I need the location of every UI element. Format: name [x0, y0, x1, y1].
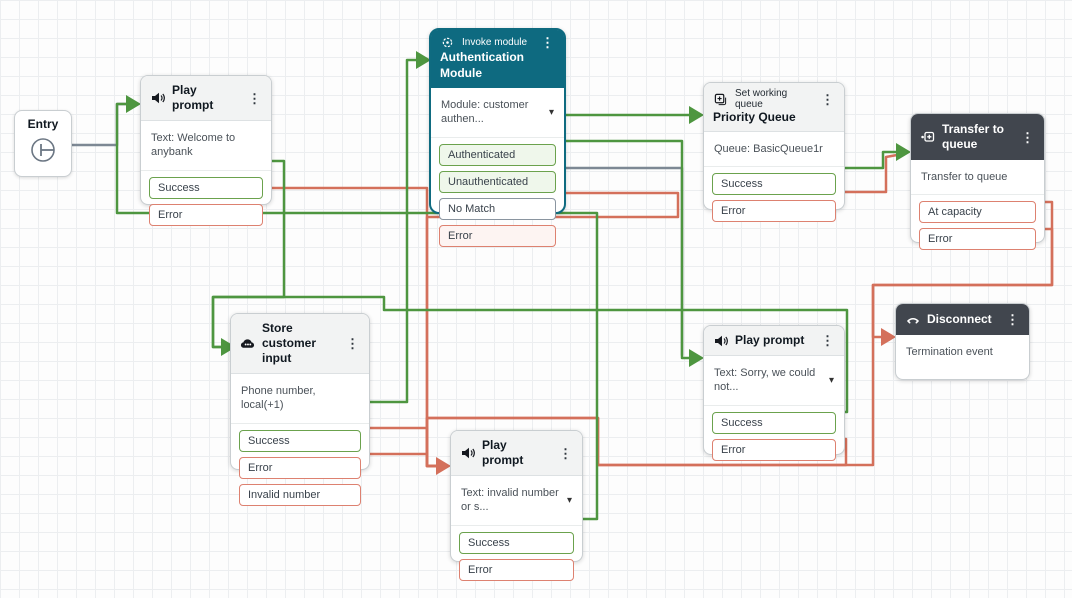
speaker-icon: [150, 91, 165, 106]
edge-priority-success-to-transfer[interactable]: [843, 150, 900, 170]
node-authentication-module[interactable]: Invoke module ⋮ Authentication Module Mo…: [429, 28, 566, 247]
port-success[interactable]: Success: [239, 429, 361, 452]
node-category: Set working queue: [735, 88, 788, 110]
entry-point-icon: [31, 138, 55, 162]
arrowhead-disconnect-input: [881, 328, 896, 346]
node-title: Store customer input: [262, 321, 317, 365]
chevron-down-icon: ▾: [566, 494, 572, 506]
node-disconnect[interactable]: Disconnect ⋮ Termination event: [895, 303, 1030, 380]
port-no-match[interactable]: No Match: [439, 197, 556, 220]
speaker-icon: [460, 446, 475, 461]
chevron-down-icon: ▾: [828, 374, 834, 386]
port-invalid-number[interactable]: Invalid number: [239, 483, 361, 506]
port-error[interactable]: Error: [149, 203, 263, 226]
arrowhead-store-input: [221, 338, 236, 356]
entry-label: Entry: [27, 117, 59, 131]
node-title: Disconnect: [927, 312, 992, 326]
edge-store-success-to-auth[interactable]: [361, 58, 420, 404]
node-category: Invoke module: [462, 37, 528, 48]
kebab-menu-icon[interactable]: ⋮: [821, 333, 834, 348]
port-error[interactable]: Error: [712, 438, 836, 461]
node-title: Play prompt: [482, 438, 524, 467]
edge-sorry-success-to-store[interactable]: [211, 295, 849, 414]
disconnect-phone-icon: [905, 312, 920, 327]
node-play-prompt-invalid[interactable]: Play prompt ⋮ Text: invalid number or s.…: [450, 430, 583, 581]
transfer-to-queue-icon: [920, 130, 935, 145]
node-description: Transfer to queue: [921, 171, 1008, 183]
set-working-queue-icon: [713, 92, 728, 107]
port-unauthenticated[interactable]: Unauthenticated: [439, 170, 556, 193]
edge-priority-error-to-transfer[interactable]: [843, 153, 899, 194]
edge-invalid-success-to-welcome[interactable]: [115, 102, 599, 521]
node-priority-queue[interactable]: Set working queue ⋮ Priority Queue Queue…: [703, 82, 845, 223]
port-at-capacity[interactable]: At capacity: [919, 201, 1036, 224]
prompt-selected-value: Text: invalid number or s...: [461, 487, 559, 514]
node-store-customer-input[interactable]: Store customer input ⋮ Phone number, loc…: [230, 313, 370, 506]
module-select[interactable]: Module: customer authen... ▾: [431, 88, 564, 137]
port-error[interactable]: Error: [239, 456, 361, 479]
node-entry[interactable]: Entry: [14, 110, 72, 177]
node-title: Transfer to queue: [942, 122, 1005, 151]
arrowhead-welcome-input: [126, 95, 141, 113]
port-success[interactable]: Success: [712, 411, 836, 434]
kebab-menu-icon[interactable]: ⋮: [1006, 312, 1019, 327]
port-authenticated[interactable]: Authenticated: [439, 143, 556, 166]
port-error[interactable]: Error: [459, 558, 574, 581]
prompt-select[interactable]: Text: invalid number or s... ▾: [451, 476, 582, 525]
node-play-prompt-welcome[interactable]: Play prompt ⋮ Text: Welcome to anybank S…: [140, 75, 272, 226]
port-error[interactable]: Error: [712, 200, 836, 223]
node-description: Phone number, local(+1): [241, 385, 316, 412]
invoke-module-icon: [440, 35, 455, 50]
node-description: Queue: BasicQueue1r: [714, 143, 823, 155]
edge-transfer-atcapacity-to-disconnect[interactable]: [871, 200, 1054, 339]
node-title: Authentication Module: [440, 50, 524, 80]
prompt-selected-value: Text: Sorry, we could not...: [714, 367, 816, 394]
port-error[interactable]: Error: [919, 228, 1036, 251]
prompt-select[interactable]: Text: Sorry, we could not... ▾: [704, 356, 844, 405]
node-title: Priority Queue: [713, 110, 796, 124]
speaker-icon: [713, 333, 728, 348]
kebab-menu-icon[interactable]: ⋮: [1021, 129, 1034, 145]
phone-input-icon: [240, 336, 255, 351]
edge-auth-unauthenticated-to-sorry[interactable]: [563, 139, 693, 360]
node-play-prompt-sorry[interactable]: Play prompt ⋮ Text: Sorry, we could not.…: [703, 325, 845, 461]
port-success[interactable]: Success: [712, 173, 836, 196]
kebab-menu-icon[interactable]: ⋮: [821, 91, 834, 107]
node-description: Termination event: [906, 346, 993, 358]
module-selected-value: Module: customer authen...: [441, 99, 529, 126]
kebab-menu-icon[interactable]: ⋮: [346, 336, 359, 351]
port-success[interactable]: Success: [149, 176, 263, 199]
port-error[interactable]: Error: [439, 224, 556, 247]
arrowhead-transfer-input: [896, 143, 911, 161]
arrowhead-sorry-input: [689, 349, 704, 367]
node-title: Play prompt: [735, 333, 805, 347]
arrowhead-priority-input: [689, 106, 704, 124]
kebab-menu-icon[interactable]: ⋮: [248, 90, 261, 106]
arrowhead-auth-input: [416, 51, 431, 69]
port-success[interactable]: Success: [459, 531, 574, 554]
kebab-menu-icon[interactable]: ⋮: [541, 35, 554, 50]
edge-nomatch[interactable]: [563, 166, 684, 357]
arrowhead-invalidprompt-input: [436, 457, 451, 475]
node-description: Text: Welcome to anybank: [151, 132, 236, 159]
node-transfer-to-queue[interactable]: Transfer to queue ⋮ Transfer to queue At…: [910, 113, 1045, 251]
chevron-down-icon: ▾: [548, 106, 554, 118]
kebab-menu-icon[interactable]: ⋮: [559, 445, 572, 461]
node-title: Play prompt: [172, 83, 214, 112]
